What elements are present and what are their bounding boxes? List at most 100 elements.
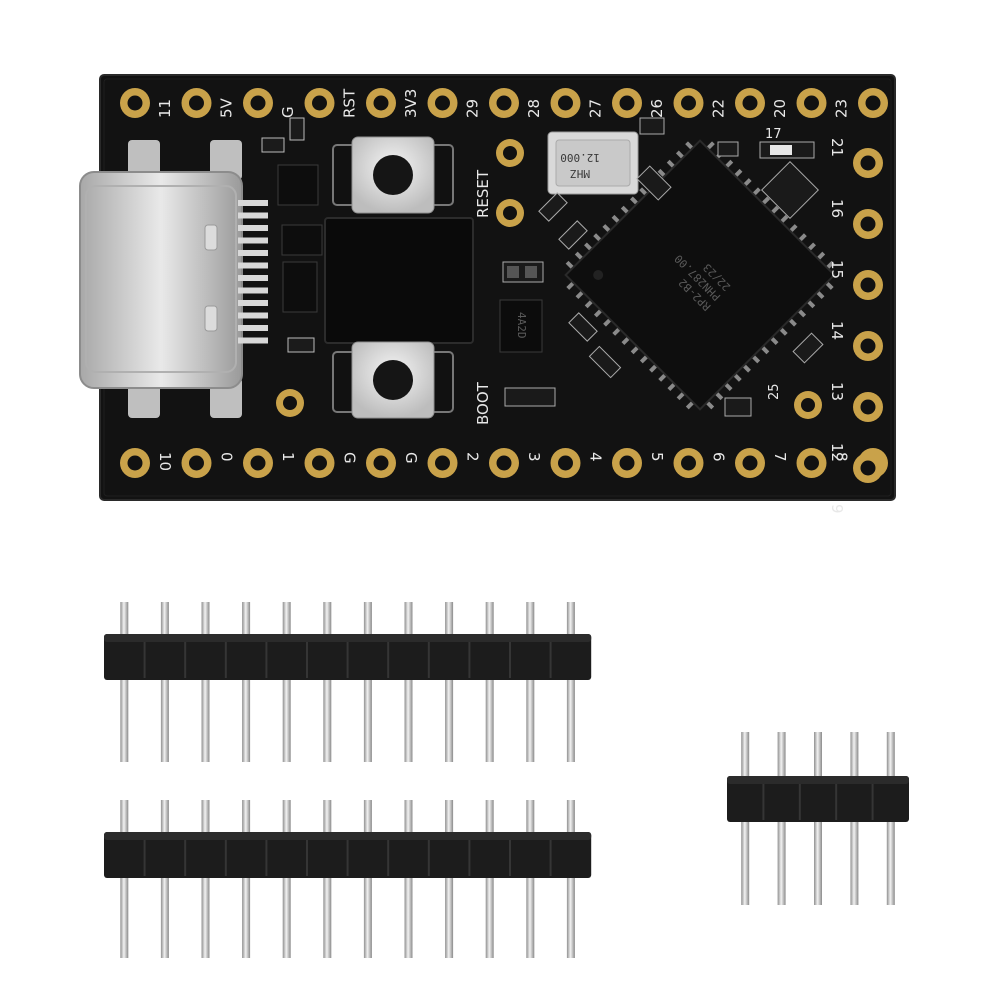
bottom-pin-label: G <box>402 452 420 464</box>
smd-components <box>502 117 824 417</box>
pin-pad <box>489 448 519 478</box>
header-pin <box>160 602 169 762</box>
pin-pad <box>366 88 396 118</box>
boot-button[interactable] <box>332 341 454 419</box>
usb-contact <box>238 325 268 331</box>
header-pin <box>526 602 535 762</box>
right-pin-label: 21 <box>828 138 846 157</box>
bottom-pin-label: 0 <box>218 452 236 462</box>
top-pin-row <box>120 88 888 118</box>
reset-button[interactable] <box>332 136 454 214</box>
pin-pad <box>120 88 150 118</box>
header-pin <box>363 800 372 958</box>
pin-pad <box>181 448 212 478</box>
pin-pad <box>673 88 704 118</box>
bottom-pin-label: 8 <box>833 452 851 462</box>
header-pin <box>485 800 494 958</box>
reset-label: RESET <box>474 169 492 218</box>
header-pin <box>363 602 372 762</box>
pin-pad <box>181 88 212 118</box>
right-pin-label: 16 <box>828 199 846 218</box>
pin-pad <box>796 448 827 478</box>
crystal-unit: MHZ <box>570 167 590 180</box>
header-pin <box>404 800 413 958</box>
pin-label-25: 25 <box>767 383 782 400</box>
pin-pad <box>304 88 335 118</box>
inductor <box>324 217 474 344</box>
usb-contact <box>238 212 268 219</box>
header-pin <box>566 800 575 958</box>
pin-pad <box>243 88 273 118</box>
pin-pad <box>243 448 273 478</box>
top-pin-label: 26 <box>648 99 666 118</box>
pin-pad <box>853 148 883 178</box>
right-pin-label: 12 <box>828 443 846 462</box>
top-pin-label: 11 <box>156 99 174 118</box>
header-plastic <box>727 776 909 822</box>
status-led <box>759 141 815 159</box>
header-pin <box>282 602 291 762</box>
header-pin <box>120 602 129 762</box>
pin-pad <box>853 331 883 361</box>
header-pin <box>242 800 251 958</box>
pin-pad <box>612 88 642 118</box>
pin-pad <box>612 448 642 478</box>
top-pin-label: 20 <box>771 99 789 118</box>
bottom-pin-label: 4 <box>587 452 605 462</box>
regulator-marking: 4A2D <box>515 312 528 339</box>
pin-pad <box>489 88 519 118</box>
microcontroller-board: RESET BOOT 12.000 MHZ RP2-B2 PHN287.00 2… <box>79 74 896 514</box>
right-pin-label: 15 <box>828 260 846 279</box>
right-pin-label: 13 <box>828 382 846 401</box>
pin-pad <box>304 448 335 478</box>
pin-pad <box>673 448 704 478</box>
bottom-pin-label: 5 <box>648 452 666 462</box>
header-pin <box>404 602 413 762</box>
top-pin-label: 22 <box>710 99 728 118</box>
crystal-oscillator: 12.000 MHZ <box>547 131 639 195</box>
pin-pad <box>427 448 458 478</box>
top-pin-label: 5V <box>218 97 236 118</box>
header-pin <box>445 602 454 762</box>
header-pin <box>445 800 454 958</box>
header-pin <box>201 800 210 958</box>
boot-label: BOOT <box>474 381 492 425</box>
header-pin <box>201 602 210 762</box>
top-pin-label: G <box>279 106 297 118</box>
bottom-pin-label: G <box>341 452 359 464</box>
header-pin <box>323 602 332 762</box>
header-pin <box>160 800 169 958</box>
pin-pad <box>366 448 396 478</box>
top-pin-label: 27 <box>587 99 605 118</box>
usb-contact <box>238 287 268 294</box>
pin-pad <box>427 88 458 118</box>
bottom-pin-label: 7 <box>771 452 789 462</box>
header-pin <box>526 800 535 958</box>
top-pin-label: RST <box>341 88 359 118</box>
pin-header-5 <box>727 732 909 905</box>
bottom-pin-label: 6 <box>710 452 728 462</box>
pin-pad <box>853 270 883 300</box>
top-pin-label: 28 <box>525 99 543 118</box>
pin-header-12-b <box>104 800 592 958</box>
pin-pad <box>735 448 765 478</box>
top-pin-label: 23 <box>833 99 851 118</box>
top-pin-label: 29 <box>464 99 482 118</box>
header-pin <box>242 602 251 762</box>
usb-contact <box>238 312 268 319</box>
pin-pad <box>735 88 765 118</box>
usb-contact <box>238 337 268 344</box>
usb-contact <box>238 262 268 269</box>
usb-contact <box>238 300 268 306</box>
crystal-frequency: 12.000 <box>560 151 600 164</box>
pin-pad <box>550 88 581 118</box>
bottom-pin-label: 1 <box>279 452 297 462</box>
mcu-chip: RP2-B2 PHN287.00 22/23 <box>564 139 836 411</box>
header-pin <box>282 800 291 958</box>
pin-pad <box>796 88 827 118</box>
pin-pad <box>550 448 581 478</box>
